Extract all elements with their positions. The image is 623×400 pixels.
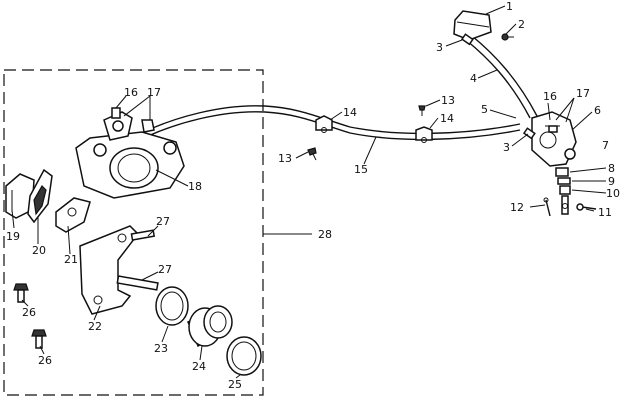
callout-16-left: 16 (124, 86, 138, 99)
callout-18: 18 (188, 180, 202, 193)
callout-5: 5 (481, 103, 488, 116)
brake-pad-outer (55, 197, 91, 233)
callout-28: 28 (318, 228, 332, 241)
reservoir-hose (465, 39, 531, 119)
callout-23: 23 (154, 342, 168, 355)
hose-clamp-left (315, 115, 333, 133)
callout-3-lower: 3 (503, 141, 510, 154)
callout-11: 11 (598, 206, 612, 219)
clevis-pin (576, 203, 597, 211)
callout-27-upper: 27 (156, 215, 170, 228)
callout-8: 8 (608, 162, 615, 175)
brake-caliper (75, 111, 185, 199)
callout-13-left: 13 (278, 152, 292, 165)
callout-4: 4 (470, 72, 477, 85)
hose-clip-lower (522, 127, 536, 140)
callout-26-lower: 26 (38, 354, 52, 367)
callout-16-right: 16 (543, 90, 557, 103)
hose-clip-upper (460, 33, 474, 46)
callout-2: 2 (518, 18, 525, 31)
callout-27-lower: 27 (158, 263, 172, 276)
hose-clamp-right (415, 126, 433, 143)
callout-17-left: 17 (147, 86, 161, 99)
callout-1: 1 (506, 0, 513, 13)
callout-7: 7 (602, 139, 609, 152)
callout-17-right: 17 (576, 87, 590, 100)
caliper-kit-box (3, 69, 264, 396)
brake-pad-inner (27, 168, 53, 224)
hose-bolt-upper (418, 105, 426, 116)
brake-hose (147, 105, 521, 135)
caliper-bolt-upper (13, 283, 29, 303)
pushrod-assembly (555, 167, 571, 215)
piston-seal (155, 286, 189, 326)
bleeder-valve (111, 107, 121, 119)
callout-21: 21 (64, 253, 78, 266)
callout-14-left: 14 (343, 106, 357, 119)
reservoir-hose-inner (471, 35, 538, 117)
leader-lines (11, 5, 607, 379)
callout-22: 22 (88, 320, 102, 333)
brake-fluid-reservoir (453, 10, 492, 41)
slide-pin-upper (130, 229, 156, 241)
callout-3-upper: 3 (436, 41, 443, 54)
callout-13-right: 13 (441, 94, 455, 107)
cotter-pin (543, 197, 551, 217)
master-cylinder (531, 111, 577, 167)
callout-19: 19 (6, 230, 20, 243)
callout-9: 9 (608, 175, 615, 188)
reservoir-screw (501, 33, 514, 41)
caliper-piston (187, 305, 233, 348)
callout-10: 10 (606, 187, 620, 200)
hose-bolt-lower (307, 147, 317, 161)
caliper-bracket (79, 225, 139, 315)
caliper-bolt-lower (31, 329, 47, 349)
slide-pin-lower (116, 275, 159, 291)
callout-26-upper: 26 (22, 306, 36, 319)
callout-12: 12 (510, 201, 524, 214)
callout-20: 20 (32, 244, 46, 257)
dust-seal (226, 336, 262, 376)
brake-hose-inner (147, 111, 521, 141)
callout-6: 6 (594, 104, 601, 117)
callout-25: 25 (228, 378, 242, 391)
callout-14-right: 14 (440, 112, 454, 125)
callout-24: 24 (192, 360, 206, 373)
callout-15: 15 (354, 163, 368, 176)
